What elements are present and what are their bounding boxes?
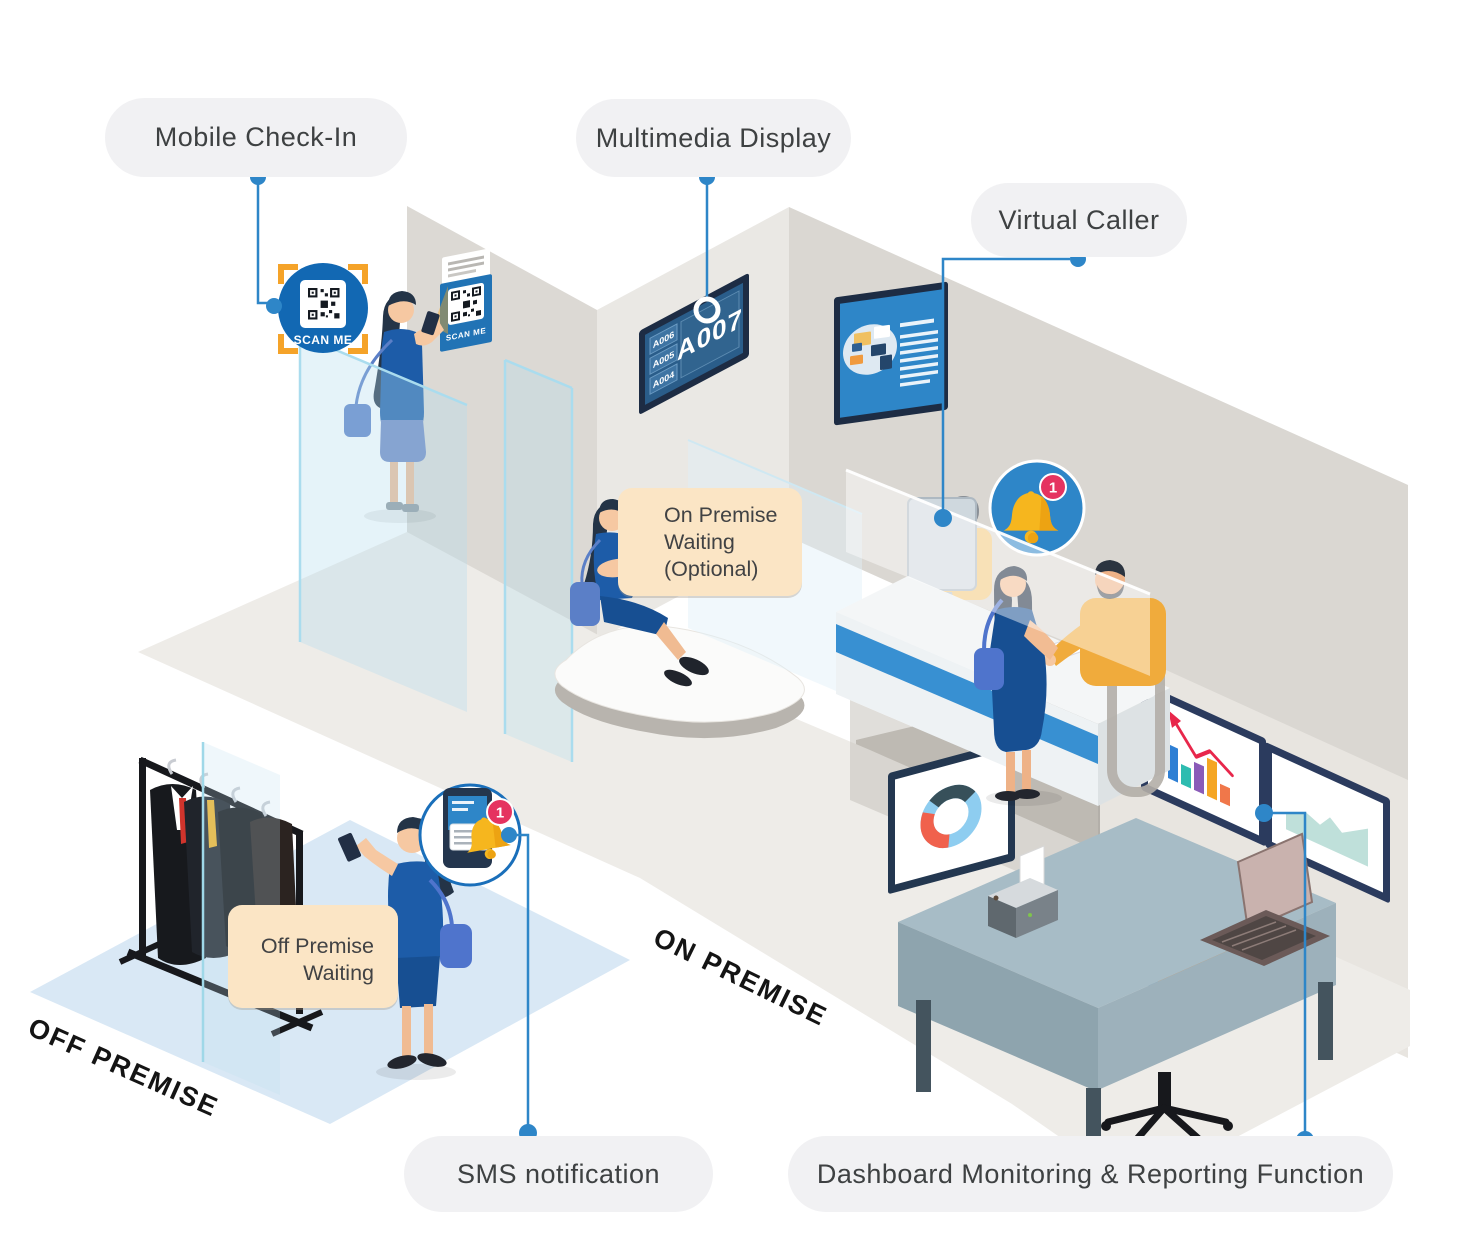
feature-label-mobile-check-in: Mobile Check-In [105, 98, 407, 177]
mobile-checkin-scene: SCAN ME [278, 263, 468, 712]
counter-glass [845, 468, 1151, 676]
callout-line: On Premise [664, 503, 778, 527]
screen-target-ring [693, 296, 721, 324]
callout-line: Waiting [664, 530, 735, 554]
media-screen [834, 281, 948, 426]
callout-line: Waiting [303, 961, 374, 985]
callout-connectors [256, 177, 1307, 1140]
virtual-caller-badge-count: 1 [1049, 480, 1057, 497]
callout-line: (Optional) [664, 557, 759, 581]
feature-label-virtual-caller: Virtual Caller [971, 183, 1187, 257]
donut-chart-screen [888, 740, 1015, 894]
printer-icon [988, 845, 1058, 938]
on-premise-waiting-callout: On Premise Waiting (Optional) [618, 488, 802, 596]
feature-label-multimedia-display: Multimedia Display [576, 99, 851, 177]
back-office-scene [898, 818, 1336, 1170]
scan-me-badge: SCAN ME [278, 263, 368, 354]
area-chart [1286, 812, 1368, 867]
donut-chart [920, 784, 982, 849]
viewfinder-brackets-icon [278, 264, 368, 354]
area-chart-screen [1265, 742, 1390, 903]
laptop-icon [1200, 832, 1330, 966]
callout-line: Off Premise [260, 934, 374, 958]
feature-label-sms-notification: SMS notification [404, 1136, 713, 1212]
off-premise-waiting-callout: Off Premise Waiting [228, 905, 398, 1008]
badge-scan-me-text: SCAN ME [294, 333, 353, 347]
sms-badge-count: 1 [496, 805, 504, 822]
scan-me-poster: SCAN ME [440, 248, 492, 352]
sms-notification-icon: 1 [418, 783, 522, 887]
customer-woman [974, 566, 1062, 806]
feature-label-dashboard-monitoring: Dashboard Monitoring & Reporting Functio… [788, 1136, 1393, 1212]
virtual-caller-bell-icon: 1 [988, 459, 1086, 557]
scanning-woman [344, 291, 444, 512]
bar-chart [1168, 710, 1234, 807]
bar-chart-screen [1141, 682, 1266, 846]
